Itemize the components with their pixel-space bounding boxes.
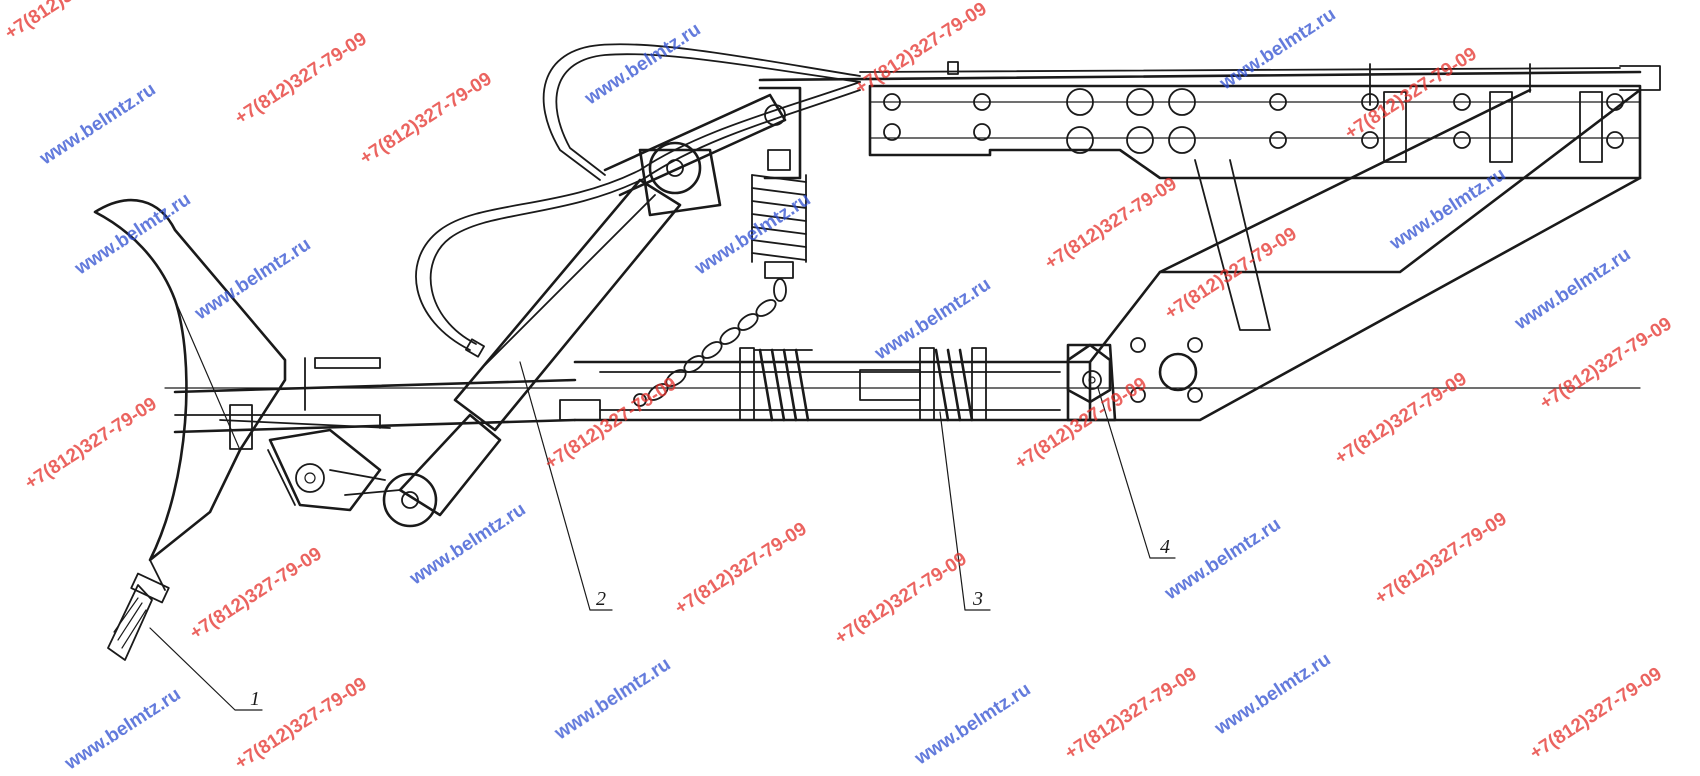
watermark-site: www.belmtz.ru [35,79,159,170]
watermark-phone: +7(812)327-79-09 [1041,173,1180,274]
watermark-phone: +7(812)327-79-09 [21,393,160,494]
callout-2: 2 [596,588,606,610]
callout-labels: 1 2 3 4 [250,536,1170,710]
watermark-phone: +7(812)327-79-09 [1,0,140,44]
frame-holes [883,88,1624,163]
callout-leaders [149,361,1176,711]
watermark-phone: +7(812)327-79-09 [671,518,810,619]
watermark-phone: +7(812)327-79-09 [1161,223,1300,324]
watermark-phone: +7(812)327-79-09 [1061,663,1200,764]
watermark-site: www.belmtz.ru [910,679,1034,770]
chain [633,278,787,407]
watermark-phone: +7(812)327-79-09 [1526,663,1665,764]
watermark-phone: +7(812)327-79-09 [1536,313,1675,414]
part-2-hydraulic-cylinder [329,141,722,528]
watermark-site: www.belmtz.ru [1160,514,1284,605]
part-3-springs [739,347,987,422]
watermark-site: www.belmtz.ru [870,274,994,365]
watermark-site: www.belmtz.ru [1210,649,1334,740]
rear-bracket [1066,88,1642,422]
part-4-lug [1066,343,1112,404]
suspension-spring [751,149,807,279]
callout-1: 1 [250,688,260,710]
watermark-phone: +7(812)327-79-09 [356,68,495,169]
watermark-site: www.belmtz.ru [60,684,184,775]
part-1-tip [107,559,170,661]
hydraulic-hoses [415,43,861,358]
callout-4: 4 [1160,536,1170,558]
watermark-site: www.belmtz.ru [190,234,314,325]
watermark-site: www.belmtz.ru [550,654,674,745]
callout-3: 3 [972,588,983,610]
watermark-site: www.belmtz.ru [405,499,529,590]
watermark-phone: +7(812)327-79-09 [231,28,370,129]
watermark-site: www.belmtz.ru [70,189,194,280]
watermark-phone: +7(812)327-79-09 [831,548,970,649]
watermark-phone: +7(812)327-79-09 [186,543,325,644]
lower-hitch-bracket [267,428,382,512]
watermark-site: www.belmtz.ru [1215,4,1339,95]
watermark-site: www.belmtz.ru [580,19,704,110]
watermark-phone: +7(812)327-79-09 [1371,508,1510,609]
blade [93,198,287,562]
watermark-site: www.belmtz.ru [1510,244,1634,335]
watermark-phone: +7(812)327-79-09 [851,0,990,99]
watermark-phone: +7(812)327-79-09 [1331,368,1470,469]
main-beam [164,357,1641,450]
